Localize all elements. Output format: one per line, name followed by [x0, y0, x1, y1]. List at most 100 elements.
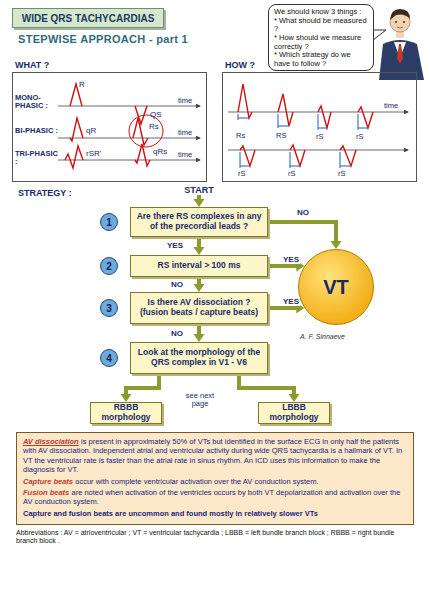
node-text: * What should be measured ?: [274, 17, 368, 34]
arrow-shaft: [268, 222, 336, 242]
process-box: Look at the morphology of the QRS comple…: [130, 342, 268, 374]
text-label: rS: [338, 169, 346, 178]
arrow-head: [194, 334, 205, 342]
speech-tail: [373, 30, 386, 40]
flow-arrow: [121, 374, 160, 402]
flow-arrow: [268, 222, 342, 249]
node-text: LBBB morphology: [263, 403, 325, 423]
text-label: STRATEGY :: [18, 188, 72, 198]
title-box: WIDE QRS TACHYCARDIAS: [12, 8, 164, 28]
node-text: 3: [106, 303, 112, 314]
node-text: RBBB morphology: [95, 403, 157, 423]
arrow-head: [194, 199, 205, 207]
arrow-head: [331, 241, 342, 249]
text-label: rS: [238, 169, 246, 178]
flow-arrow: [194, 277, 205, 292]
text-label: time: [178, 150, 192, 159]
text-label: rS: [316, 132, 324, 141]
text-label: rS: [356, 132, 364, 141]
panel-heading: WHAT ?: [15, 60, 49, 70]
step-number: 2: [100, 257, 118, 275]
step-number: 3: [100, 299, 118, 317]
how-panel: HOW ?: [222, 72, 417, 182]
node-text: VT: [323, 276, 349, 299]
question-box: Is there AV dissociation ? (fusion beats…: [130, 292, 268, 324]
step-number: 4: [100, 349, 118, 367]
arrow-head: [194, 247, 205, 255]
node-text: Are there RS complexes in any of the pre…: [135, 212, 263, 232]
text-label: QS: [150, 110, 162, 119]
step-number: 1: [100, 213, 118, 231]
note-paragraph: Capture and fusion beats are uncommon an…: [23, 509, 407, 518]
node-text: We should know 3 things :: [274, 8, 368, 17]
node-text: * Which strategy do we have to follow ?: [274, 51, 368, 68]
note-text: Capture and fusion beats are uncommon an…: [23, 509, 318, 518]
text-label: time: [178, 128, 192, 137]
node-text: Look at the morphology of the QRS comple…: [135, 348, 263, 368]
flow-arrow: [194, 237, 205, 255]
text-label: MONO-PHASIC :: [15, 94, 55, 111]
text-label: R: [79, 80, 85, 89]
arrow-head: [194, 284, 205, 292]
flow-arrow: [194, 195, 205, 207]
note-text: are noted when activation of the ventric…: [23, 488, 400, 506]
text-label: Rs: [236, 131, 245, 140]
note-paragraph: Fusion beatsare noted when activation of…: [23, 488, 407, 507]
text-label: qR: [86, 126, 96, 135]
result-box: RBBB morphology: [90, 402, 162, 424]
flow-arrow: [194, 324, 205, 342]
text-label: Abbreviations : AV = atrioventricular ; …: [16, 529, 414, 546]
question-box: RS interval > 100 ms: [130, 255, 268, 277]
note-paragraph: AV dissociationis present in approximate…: [23, 437, 407, 475]
node-text: 1: [106, 217, 112, 228]
text-label: qRs: [153, 147, 167, 156]
node-text: START: [184, 185, 213, 195]
note-text: is present in approximately 50% of VTs b…: [23, 437, 402, 474]
arrow-head: [121, 394, 132, 402]
arrow-head: [289, 394, 300, 402]
edge-label: YES: [282, 255, 300, 264]
arrow-shaft: [268, 306, 297, 310]
note-heading: AV dissociation: [23, 437, 79, 446]
question-box: Are there RS complexes in any of the pre…: [130, 207, 268, 237]
note-paragraph: Capture beatsoccur with complete ventric…: [23, 477, 407, 486]
node-text: * How should we measure correctly ?: [274, 34, 368, 51]
text-label: Rs: [149, 122, 159, 131]
text-label: time: [384, 101, 398, 110]
text-label: BI-PHASIC :: [15, 127, 59, 135]
edge-label: NO: [170, 329, 184, 338]
edge-label: YES: [166, 241, 184, 250]
node-text: 2: [106, 261, 112, 272]
arrow-shaft: [268, 264, 297, 268]
vt-circle: VT: [298, 249, 374, 325]
arrow-shaft: [197, 324, 201, 335]
text-label: TRI-PHASIC :: [15, 150, 59, 167]
text-label: see next page: [180, 392, 220, 409]
note-heading: Fusion beats: [23, 488, 69, 497]
node-text: Is there AV dissociation ? (fusion beats…: [135, 298, 263, 318]
text-label: STEPWISE APPROACH - part 1: [18, 33, 188, 45]
edge-label: YES: [282, 297, 300, 306]
note-text: occur with complete ventricular activati…: [75, 477, 318, 486]
note-box: AV dissociationis present in approximate…: [16, 432, 414, 525]
arrow-shaft: [239, 374, 294, 395]
text-label: RS: [276, 131, 286, 140]
node-text: 4: [106, 353, 112, 364]
panel-heading: HOW ?: [225, 60, 255, 70]
text-label: time: [178, 96, 192, 105]
text-label: rS: [288, 169, 296, 178]
start-label: START: [176, 184, 222, 195]
arrow-shaft: [126, 374, 159, 395]
title-text: WIDE QRS TACHYCARDIAS: [22, 13, 155, 24]
edge-label: NO: [170, 280, 184, 289]
flow-arrow: [239, 374, 300, 402]
what-waveforms: [58, 84, 200, 168]
result-box: LBBB morphology: [258, 402, 330, 424]
node-text: RS interval > 100 ms: [158, 261, 241, 271]
note-heading: Capture beats: [23, 477, 73, 486]
text-label: A. F. Sinnaeve: [300, 333, 345, 340]
arrow-shaft: [197, 237, 201, 248]
edge-label: NO: [296, 208, 310, 217]
arrow-shaft: [197, 277, 201, 285]
text-label: rSR': [86, 149, 101, 158]
